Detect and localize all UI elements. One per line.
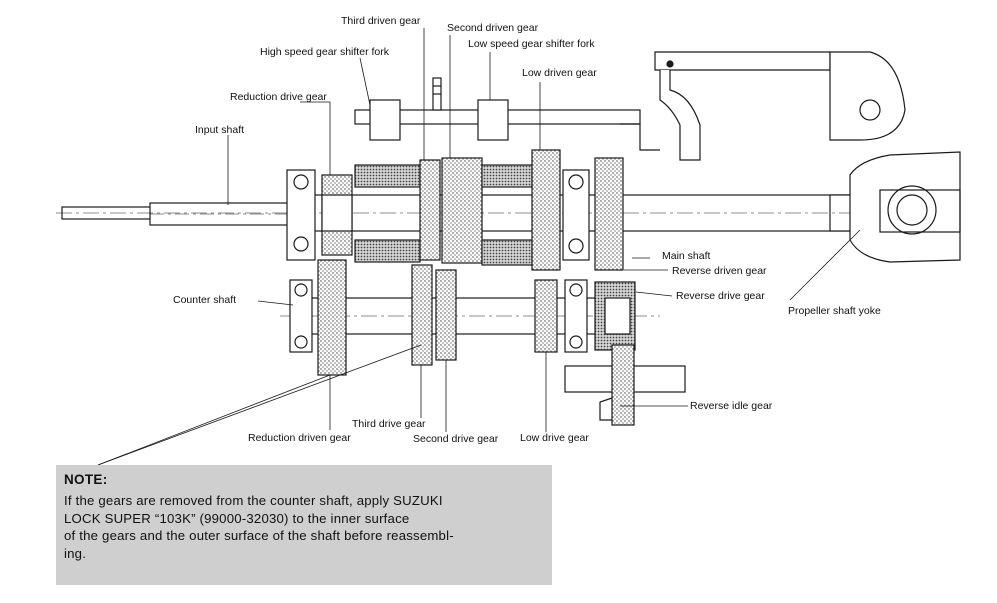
label-third-drive-gear: Third drive gear bbox=[352, 418, 426, 430]
label-reverse-drive-gear: Reverse drive gear bbox=[676, 290, 765, 302]
label-low-drive-gear: Low drive gear bbox=[520, 432, 589, 444]
label-reduction-drive-gear: Reduction drive gear bbox=[230, 91, 327, 103]
label-high-speed-gear-shifter-fork: High speed gear shifter fork bbox=[260, 46, 389, 58]
note-line: ing. bbox=[64, 545, 87, 561]
label-second-driven-gear: Second driven gear bbox=[447, 22, 539, 34]
label-reverse-idle-gear: Reverse idle gear bbox=[690, 400, 773, 412]
note-line: of the gears and the outer surface of th… bbox=[64, 528, 454, 543]
center-bearing bbox=[562, 169, 590, 261]
shift-rail bbox=[354, 77, 660, 151]
label-second-drive-gear: Second drive gear bbox=[413, 433, 499, 445]
label-low-driven-gear: Low driven gear bbox=[522, 67, 597, 79]
shift-linkage bbox=[654, 51, 906, 161]
front-bearing bbox=[286, 169, 316, 261]
note-line: LOCK SUPER “103K” (99000-32030) to the i… bbox=[64, 510, 410, 526]
main-shaft bbox=[56, 194, 960, 232]
label-input-shaft: Input shaft bbox=[195, 124, 245, 136]
leader-lines bbox=[97, 28, 861, 466]
label-reduction-driven-gear: Reduction driven gear bbox=[248, 432, 351, 444]
propeller-shaft-yoke bbox=[849, 151, 961, 263]
note-box bbox=[56, 465, 552, 585]
label-low-speed-gear-shifter-fork: Low speed gear shifter fork bbox=[468, 38, 595, 50]
label-counter-shaft: Counter shaft bbox=[173, 294, 237, 306]
reverse-idle-assembly bbox=[564, 344, 686, 426]
label-reverse-driven-gear: Reverse driven gear bbox=[672, 265, 767, 277]
label-main-shaft: Main shaft bbox=[662, 250, 711, 262]
input-shaft bbox=[61, 202, 291, 226]
label-propeller-shaft-yoke: Propeller shaft yoke bbox=[788, 305, 881, 317]
note-line: If the gears are removed from the counte… bbox=[64, 493, 443, 508]
note-body: If the gears are removed from the counte… bbox=[64, 492, 546, 562]
label-third-driven-gear: Third driven gear bbox=[341, 15, 421, 27]
note-title: NOTE: bbox=[64, 472, 108, 487]
